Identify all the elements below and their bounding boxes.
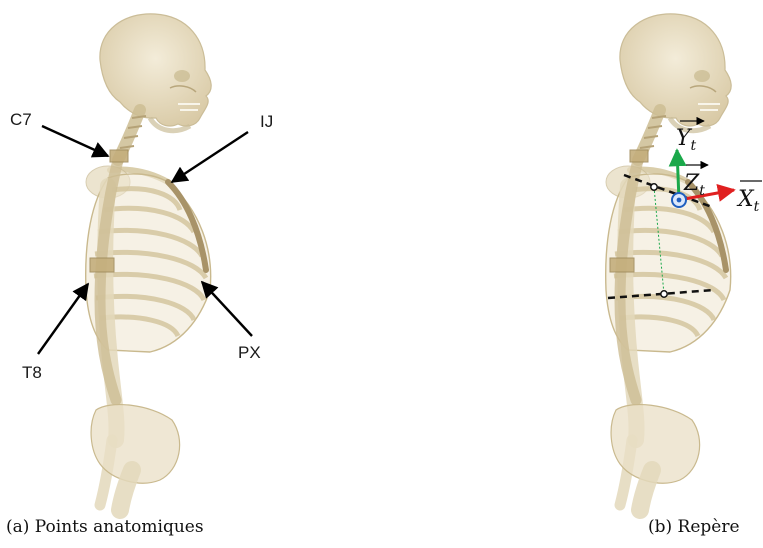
arrow-c7 <box>42 126 108 156</box>
label-ij: IJ <box>260 112 273 131</box>
svg-text:Zt: Zt <box>683 171 705 199</box>
arrow-t8 <box>38 284 88 354</box>
arrow-ij <box>172 132 248 182</box>
label-x-axis: Xt <box>736 181 762 215</box>
panel-b: Yt Zt Xt <box>606 14 762 510</box>
caption-panel-b: (b) Repère <box>648 517 740 537</box>
label-c7: C7 <box>10 110 32 129</box>
midpoint-lower <box>661 291 667 297</box>
label-t8: T8 <box>22 363 42 382</box>
skeleton-illustration-a <box>86 14 211 510</box>
svg-text:Xt: Xt <box>736 187 760 215</box>
label-y-axis: Yt <box>676 121 704 154</box>
panel-a: C7 IJ T8 PX <box>10 14 273 510</box>
label-px: PX <box>238 343 261 362</box>
midpoint-upper <box>651 184 657 190</box>
arrow-px <box>202 282 252 336</box>
label-z-axis: Zt <box>683 165 708 199</box>
caption-panel-a: (a) Points anatomiques <box>6 517 204 537</box>
z-axis-dot <box>677 198 682 203</box>
skeleton-illustration-b <box>606 14 731 510</box>
